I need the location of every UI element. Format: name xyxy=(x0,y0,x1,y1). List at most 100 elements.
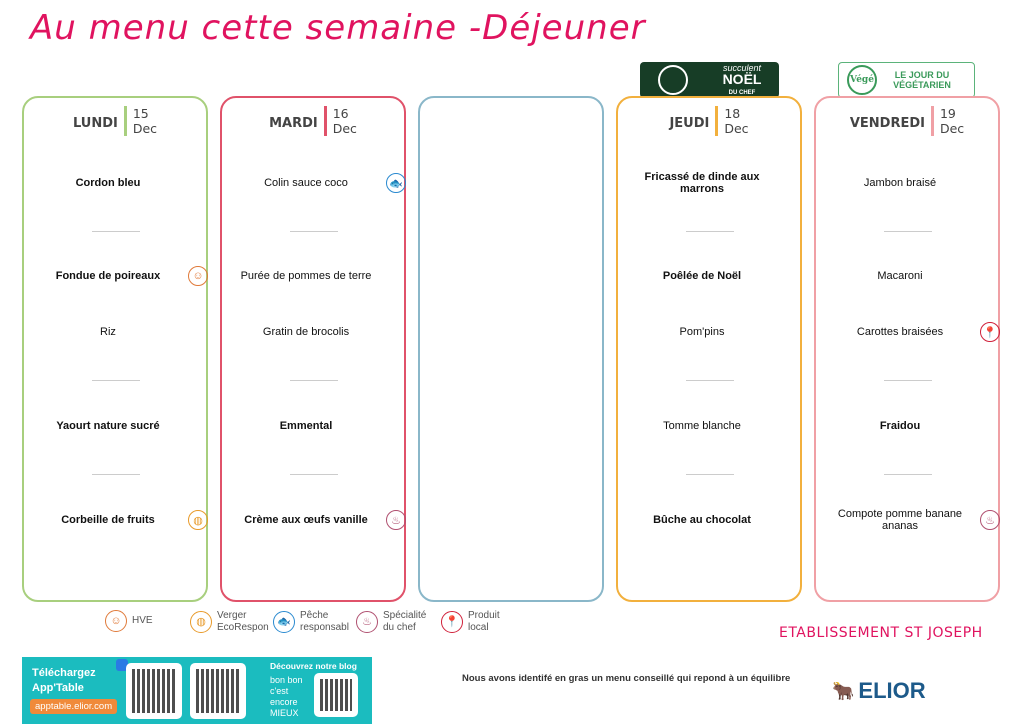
course-divider xyxy=(884,380,932,381)
menu-item: Riz xyxy=(100,326,116,338)
fish-icon: 🐟 xyxy=(386,173,406,193)
chef-icon: ♨ xyxy=(386,510,406,530)
course-divider xyxy=(290,380,338,381)
course-divider xyxy=(290,231,338,232)
course-divider xyxy=(290,474,338,475)
menu-item: Compote pomme banane ananas xyxy=(837,508,963,532)
menu-item: Fricassé de dinde aux marrons xyxy=(644,171,760,195)
vege-badge: Végé LE JOUR DU VÉGÉTARIEN xyxy=(838,62,975,98)
day-name: VENDREDI xyxy=(849,116,925,131)
course-divider xyxy=(686,474,734,475)
chef-icon: ♨ xyxy=(980,510,1000,530)
menu-item: Gratin de brocolis xyxy=(262,326,350,338)
course-divider xyxy=(884,474,932,475)
menu-item: Crème aux œufs vanille xyxy=(244,514,368,526)
day-name: LUNDI xyxy=(72,116,118,131)
blog-qr[interactable] xyxy=(314,673,358,717)
app-banner: Téléchargez App'Table apptable.elior.com… xyxy=(22,657,372,724)
footer-note: Nous avons identifé en gras un menu cons… xyxy=(462,673,791,684)
day-number: 19 xyxy=(939,106,956,121)
header-divider xyxy=(123,106,127,136)
hve-icon: ☺ xyxy=(188,266,208,286)
course-divider xyxy=(92,231,140,232)
menu-item: Cordon bleu xyxy=(75,177,141,189)
brand-name: ELIOR xyxy=(858,678,926,703)
menu-item: Purée de pommes de terre xyxy=(240,270,372,282)
day-month: Dec xyxy=(724,121,749,136)
appstore-qr[interactable] xyxy=(126,663,182,719)
appstore-icon xyxy=(116,659,128,671)
app-line2: App'Table xyxy=(32,682,84,694)
menu-item: Fraidou xyxy=(879,420,921,432)
noel-sub: DU CHEF xyxy=(728,89,756,96)
menu-item: Jambon braisé xyxy=(863,177,937,189)
fish-icon: 🐟 xyxy=(273,611,295,633)
menu-item: Yaourt nature sucré xyxy=(56,420,160,432)
day-month: Dec xyxy=(332,121,357,136)
day-number: 18 xyxy=(724,106,741,121)
menu-item: Fondue de poireaux xyxy=(55,270,161,282)
menu-item: Colin sauce coco xyxy=(264,177,348,189)
menu-item: Poêlée de Noël xyxy=(662,270,742,282)
app-url-link[interactable]: apptable.elior.com xyxy=(30,699,118,714)
bull-icon: 🐂 xyxy=(832,680,855,701)
day-month: Dec xyxy=(939,121,965,136)
chef-icon: ♨ xyxy=(356,611,378,633)
elior-logo: 🐂ELIOR xyxy=(832,678,926,704)
day-column-2 xyxy=(418,96,604,602)
course-divider xyxy=(686,380,734,381)
day-name: MARDI xyxy=(269,116,318,131)
menu-item: Pom'pins xyxy=(679,326,725,338)
noel-script: succulent xyxy=(722,62,762,73)
menu-item: Emmental xyxy=(279,420,333,432)
menu-item: Corbeille de fruits xyxy=(61,514,155,526)
menu-item: Tomme blanche xyxy=(663,420,741,432)
legend-label: HVE xyxy=(132,615,153,626)
hve-icon: ☺ xyxy=(105,610,127,632)
day-number: 15 xyxy=(132,106,149,121)
day-number: 16 xyxy=(332,106,349,121)
menu-item: Bûche au chocolat xyxy=(653,514,751,526)
course-divider xyxy=(884,231,932,232)
menu-item: Carottes braisées xyxy=(856,326,944,338)
vege-seal-icon: Végé xyxy=(847,65,877,95)
vege-text: LE JOUR DU VÉGÉTARIEN xyxy=(893,70,951,90)
legend-item: ☺ HVE xyxy=(105,610,153,632)
blog-label: Découvrez notre blog xyxy=(270,661,357,671)
bonbon-logo: bon bon c'est encore MIEUX xyxy=(270,675,303,718)
verger-icon: ◍ xyxy=(190,611,212,633)
verger-icon: ◍ xyxy=(188,510,208,530)
menu-item: Macaroni xyxy=(877,270,923,282)
header-divider xyxy=(930,106,934,136)
establishment-name: ETABLISSEMENT ST JOSEPH xyxy=(779,625,983,641)
local-pin-icon: 📍 xyxy=(980,322,1000,342)
day-name: JEUDI xyxy=(669,116,710,131)
noel-main: NOËL xyxy=(722,70,762,87)
header-divider xyxy=(323,106,327,136)
playstore-qr[interactable] xyxy=(190,663,246,719)
course-divider xyxy=(92,474,140,475)
day-month: Dec xyxy=(132,121,158,136)
page-title: Au menu cette semaine -Déjeuner xyxy=(30,8,646,48)
header-divider xyxy=(715,106,719,136)
